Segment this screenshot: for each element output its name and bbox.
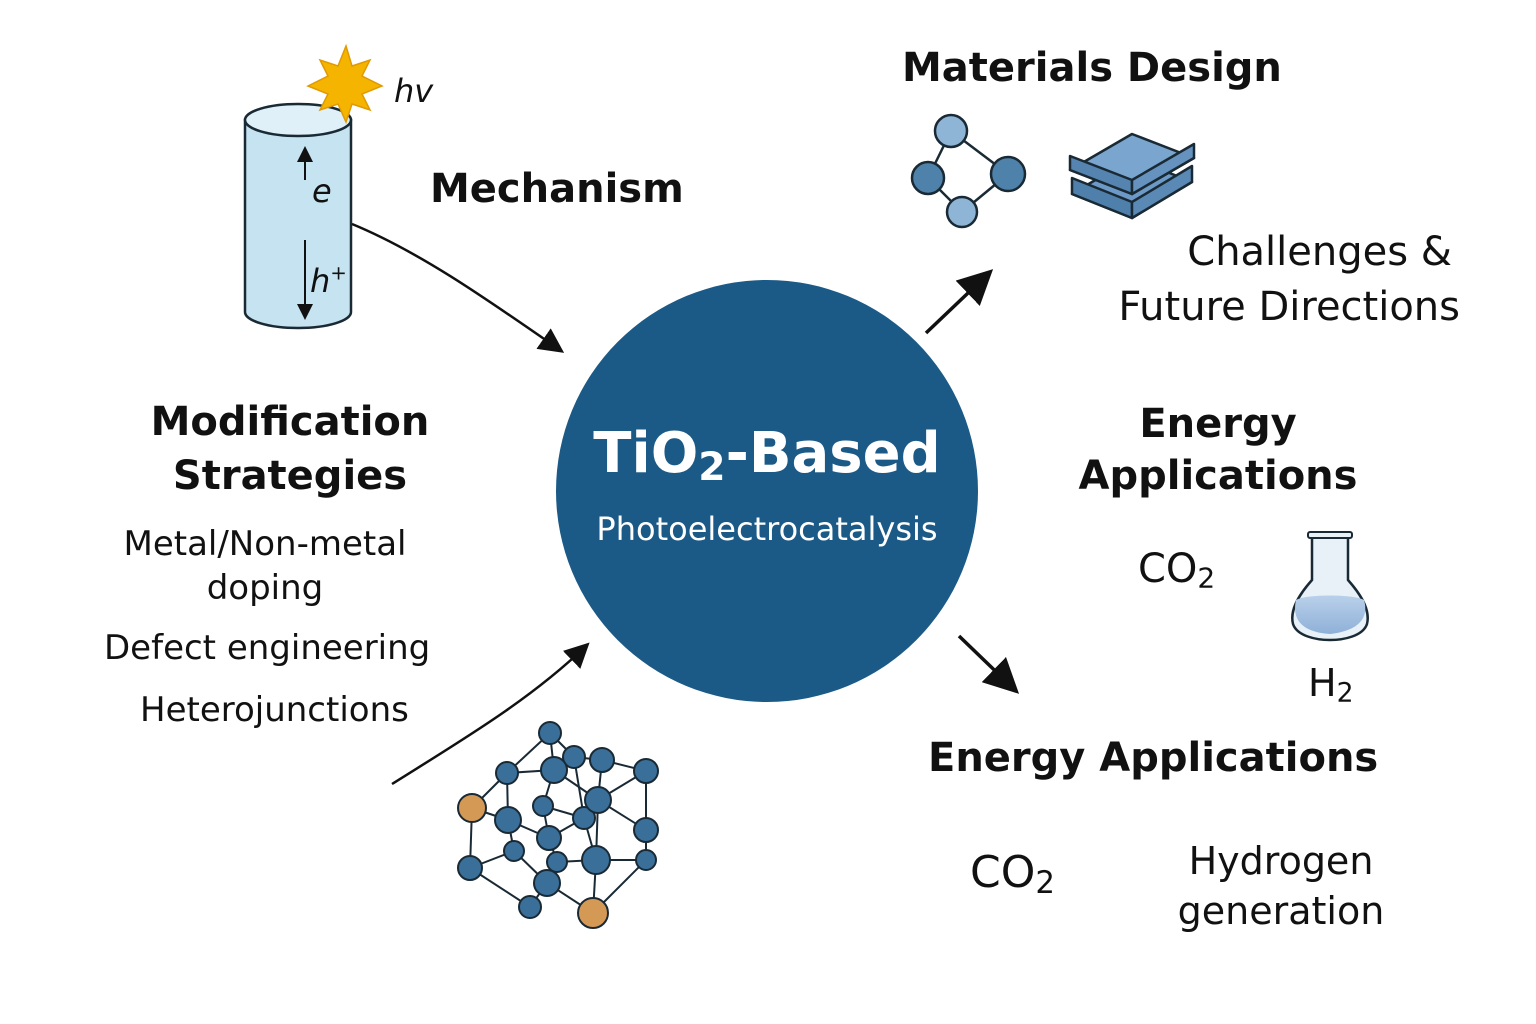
photoelectrode-cylinder-icon: [243, 102, 353, 330]
challenges-line-2: Future Directions: [1118, 284, 1460, 330]
crystal-lattice-icon: [457, 721, 659, 929]
mechanism-arrow: [351, 222, 565, 353]
modification-heading-line-1: Modification: [150, 399, 430, 445]
hole-label: h+: [310, 261, 347, 300]
modification-item: doping: [206, 568, 324, 608]
sun-icon: [306, 43, 384, 125]
hub-title: TiO2-Based: [593, 421, 941, 490]
h2-label: H2: [1308, 661, 1354, 709]
mechanism-heading: Mechanism: [430, 166, 684, 212]
applications-arrow: [957, 634, 1020, 694]
materials-design-heading: Materials Design: [902, 45, 1282, 91]
hydrogen-line-1: Hydrogen: [1188, 839, 1374, 883]
modification-item: Heterojunctions: [140, 690, 409, 730]
electron-label: e: [312, 172, 332, 210]
hub-circle: [556, 280, 978, 702]
light-label: hv: [394, 72, 434, 110]
molecule-network-icon: [910, 113, 1027, 229]
layered-sheets-icon: [1068, 132, 1196, 220]
hub-subtitle: Photoelectrocatalysis: [596, 510, 938, 548]
modification-item: Metal/Non-metal: [123, 524, 407, 564]
energy-applications-lower-heading: Energy Applications: [928, 735, 1379, 781]
energy-applications-upper-line-2: Applications: [1078, 453, 1358, 499]
modification-item: Defect engineering: [104, 628, 431, 668]
hydrogen-line-2: generation: [1177, 889, 1385, 933]
design-arrow: [924, 269, 994, 335]
modification-heading-line-2: Strategies: [172, 453, 408, 499]
modification-arrow: [391, 642, 590, 786]
co2-label-lower: CO2: [970, 847, 1055, 902]
flask-icon: [1291, 531, 1369, 642]
challenges-line-1: Challenges &: [1187, 229, 1452, 275]
co2-label-upper: CO2: [1138, 546, 1216, 595]
energy-applications-upper-line-1: Energy: [1139, 401, 1297, 447]
